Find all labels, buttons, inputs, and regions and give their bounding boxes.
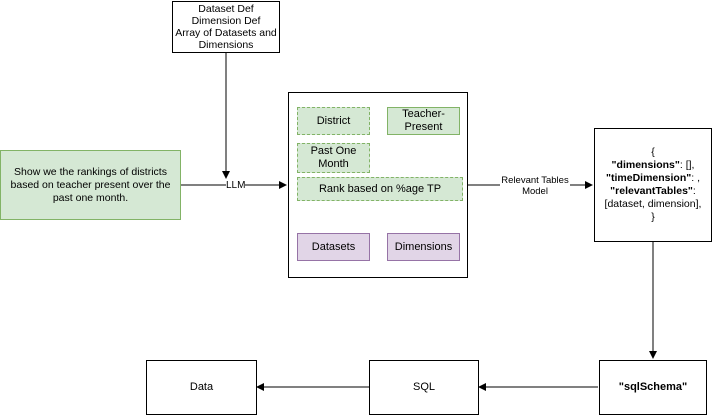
sql-node: SQL: [369, 360, 479, 415]
rank-node: Rank based on %age TP: [297, 177, 463, 201]
data-node: Data: [146, 360, 257, 415]
dataset-def-node: Dataset Def Dimension Def Array of Datas…: [172, 1, 280, 53]
edge-label-relevant-tables: Relevant Tables Model: [500, 175, 570, 197]
json-dimensions-line: "dimensions": [],: [611, 159, 695, 171]
json-relevant-tables-value: [dataset, dimension],: [604, 198, 702, 210]
json-close-brace: }: [651, 211, 655, 223]
json-relevant-tables-line: "relevantTables":: [610, 185, 696, 197]
json-open-brace: {: [651, 146, 655, 158]
dimensions-node: Dimensions: [387, 233, 460, 261]
datasets-node: Datasets: [297, 233, 370, 261]
json-time-dimension-line: "timeDimension": ,: [606, 172, 700, 184]
district-node: District: [297, 107, 370, 135]
teacher-present-node: Teacher-Present: [387, 107, 460, 135]
user-question-node: Show we the rankings of districts based …: [0, 150, 181, 220]
json-output-node: { "dimensions": [], "timeDimension": , "…: [594, 128, 712, 242]
sql-schema-node: "sqlSchema": [599, 360, 707, 415]
edge-label-llm: LLM: [226, 180, 246, 191]
past-one-month-node: Past One Month: [297, 143, 370, 173]
